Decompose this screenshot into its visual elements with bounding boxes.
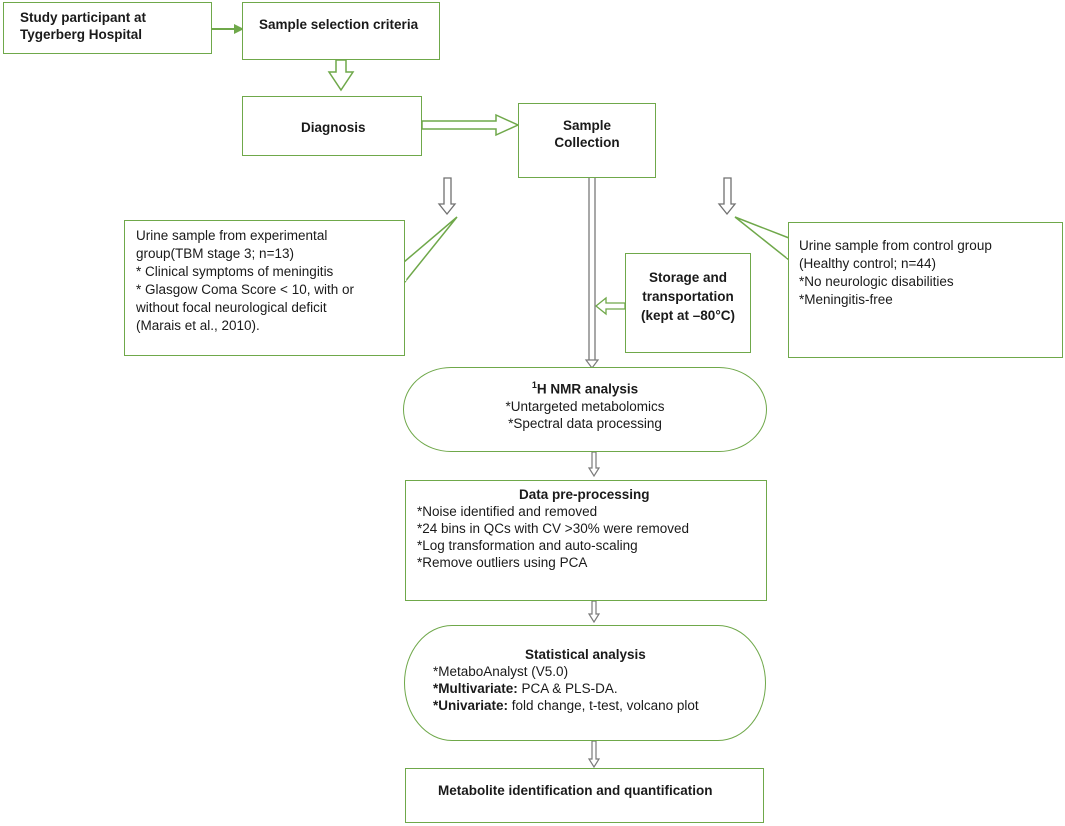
arrow-nmr-to-preprocessing: [587, 451, 601, 478]
multivariate-label: *Multivariate:: [433, 681, 518, 696]
arrow-preprocessing-to-statistical: [587, 600, 601, 624]
statistical-line-univariate: *Univariate: fold change, t-test, volcan…: [433, 697, 765, 714]
arrow-diagnosis-to-collection: [421, 113, 520, 137]
experimental-line: group(TBM stage 3; n=13): [136, 246, 294, 261]
node-diagnosis: Diagnosis: [242, 96, 422, 156]
arrow-storage-to-center: [594, 296, 626, 316]
arrow-collection-to-control: [717, 177, 737, 216]
node-control-group: Urine sample from control group (Healthy…: [788, 222, 1063, 358]
node-metabolite-identification-label: Metabolite identification and quantifica…: [438, 783, 713, 798]
statistical-title: Statistical analysis: [525, 647, 646, 662]
experimental-line: Urine sample from experimental: [136, 228, 328, 243]
nmr-title: 1H NMR analysis: [404, 377, 766, 398]
control-line: *Meningitis-free: [799, 292, 893, 307]
node-participant-label: Study participant at Tygerberg Hospital: [20, 10, 147, 42]
statistical-line: *MetaboAnalyst (V5.0): [433, 664, 569, 679]
univariate-label: *Univariate:: [433, 698, 509, 713]
control-line: Urine sample from control group: [799, 238, 992, 253]
node-storage: Storage and transportation (kept at –80°…: [625, 253, 751, 353]
control-line: (Healthy control; n=44): [799, 256, 936, 271]
node-data-preprocessing: Data pre-processing *Noise identified an…: [405, 480, 767, 601]
node-selection-criteria-label: Sample selection criteria: [259, 17, 419, 32]
experimental-line: * Glasgow Coma Score < 10, with or: [136, 282, 354, 297]
arrowhead-participant-to-criteria: [234, 24, 244, 34]
nmr-title-text: H NMR analysis: [536, 381, 639, 397]
preprocessing-line: *Noise identified and removed: [417, 504, 598, 519]
nmr-line: *Spectral data processing: [508, 415, 662, 431]
node-statistical-analysis: Statistical analysis *MetaboAnalyst (V5.…: [404, 625, 766, 741]
node-experimental-group: Urine sample from experimental group(TBM…: [124, 220, 405, 356]
arrow-collection-to-experimental: [437, 177, 457, 216]
multivariate-text: PCA & PLS-DA.: [517, 681, 618, 696]
preprocessing-line: *Remove outliers using PCA: [417, 555, 588, 570]
node-sample-collection: Sample Collection: [518, 103, 656, 178]
node-selection-criteria: Sample selection criteria: [242, 2, 440, 60]
arrow-criteria-to-diagnosis: [327, 59, 355, 92]
node-metabolite-identification: Metabolite identification and quantifica…: [405, 768, 764, 823]
node-nmr-analysis: 1H NMR analysis *Untargeted metabolomics…: [403, 367, 767, 452]
preprocessing-title: Data pre-processing: [519, 487, 650, 502]
nmr-line: *Untargeted metabolomics: [505, 398, 665, 414]
preprocessing-line: *Log transformation and auto-scaling: [417, 538, 638, 553]
callout-experimental-wedge: [403, 216, 458, 286]
preprocessing-line: *24 bins in QCs with CV >30% were remove…: [417, 521, 689, 536]
univariate-text: fold change, t-test, volcano plot: [508, 698, 699, 713]
experimental-line: without focal neurological deficit: [136, 300, 327, 315]
node-storage-label: Storage and transportation (kept at –80°…: [641, 270, 735, 323]
arrow-statistical-to-identification: [587, 740, 601, 769]
experimental-line: (Marais et al., 2010).: [136, 318, 260, 333]
node-participant: Study participant at Tygerberg Hospital: [3, 2, 212, 54]
control-line: *No neurologic disabilities: [799, 274, 954, 289]
statistical-line-multivariate: *Multivariate: PCA & PLS-DA.: [433, 680, 765, 697]
nmr-title-superscript: 1: [531, 380, 537, 390]
node-sample-collection-label: Sample Collection: [554, 118, 620, 150]
node-diagnosis-label: Diagnosis: [301, 120, 366, 135]
arrowhead-center: [584, 359, 600, 369]
experimental-line: * Clinical symptoms of meningitis: [136, 264, 334, 279]
